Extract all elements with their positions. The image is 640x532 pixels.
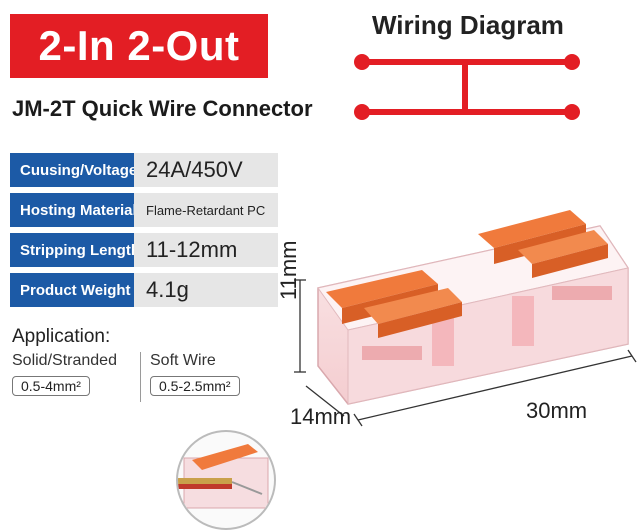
banner-text: 2-In 2-Out [38, 22, 240, 69]
spec-row-stripping-length: Stripping Length 11-12mm [10, 233, 278, 267]
spec-label: Product Weight [10, 273, 134, 307]
spec-value: 24A/450V [134, 153, 278, 187]
soft-label: Soft Wire [150, 352, 216, 369]
solid-label: Solid/Stranded [12, 352, 117, 369]
application-solid: Solid/Stranded 0.5-4mm² [12, 352, 117, 396]
spec-label: Hosting Material [10, 193, 134, 227]
spec-value: Flame-Retardant PC [134, 193, 278, 227]
solid-value: 0.5-4mm² [12, 376, 90, 396]
wiring-diagram-icon [354, 54, 580, 120]
wire-insertion-icon [178, 444, 269, 509]
wire-insertion-inset [176, 430, 276, 530]
spec-row-housing-material: Hosting Material Flame-Retardant PC [10, 193, 278, 227]
model-name: JM-2T Quick Wire Connector [12, 96, 313, 121]
connector-illustration [294, 210, 637, 427]
back-levers [478, 210, 608, 278]
front-levers [326, 270, 462, 338]
spec-label: Stripping Length [10, 233, 134, 267]
application-divider [140, 352, 141, 402]
spec-value: 11-12mm [134, 233, 278, 267]
title-banner: 2-In 2-Out [10, 14, 268, 78]
spec-row-current-voltage: Cuusing/Voltage 24A/450V [10, 153, 278, 187]
application-soft: Soft Wire 0.5-2.5mm² [150, 352, 240, 396]
spec-label: Cuusing/Voltage [10, 153, 134, 187]
application-title: Application: [12, 326, 111, 347]
dimension-height: 11mm [276, 240, 301, 301]
spec-row-product-weight: Product Weight 4.1g [10, 273, 278, 307]
spec-table: Cuusing/Voltage 24A/450V Hosting Materia… [10, 153, 278, 313]
spec-value: 4.1g [134, 273, 278, 307]
dimension-width: 14mm [290, 404, 352, 429]
soft-value: 0.5-2.5mm² [150, 376, 240, 396]
wiring-diagram-title: Wiring Diagram [372, 10, 564, 40]
dimension-length: 30mm [526, 398, 588, 423]
